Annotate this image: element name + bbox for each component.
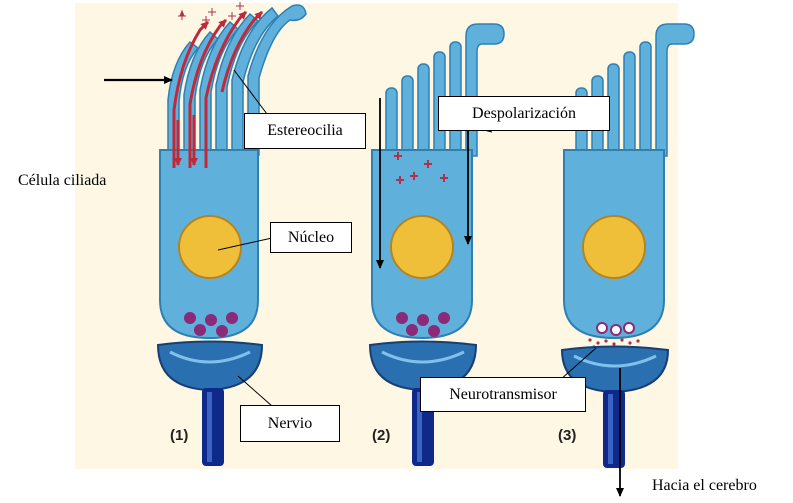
axon-1 xyxy=(202,388,224,466)
stage-number-2: (2) xyxy=(372,427,390,444)
label-estereocilia: Estereocilia xyxy=(244,113,366,149)
label-nervio: Nervio xyxy=(240,405,340,442)
stage-number-3: (3) xyxy=(558,427,576,444)
label-neurotransmisor: Neurotransmisor xyxy=(420,377,586,412)
label-nucleo: Núcleo xyxy=(270,222,352,253)
nucleus-3 xyxy=(583,216,645,278)
label-hacia-el-cerebro: Hacia el cerebro xyxy=(652,477,757,495)
label-despolarizacion: Despolarización xyxy=(438,96,610,131)
label-celula-ciliada: Célula ciliada xyxy=(18,172,106,190)
vesicles-3-released xyxy=(597,323,634,335)
axon-3 xyxy=(603,390,625,468)
nucleus-2 xyxy=(391,216,453,278)
stage-number-1: (1) xyxy=(170,427,188,444)
